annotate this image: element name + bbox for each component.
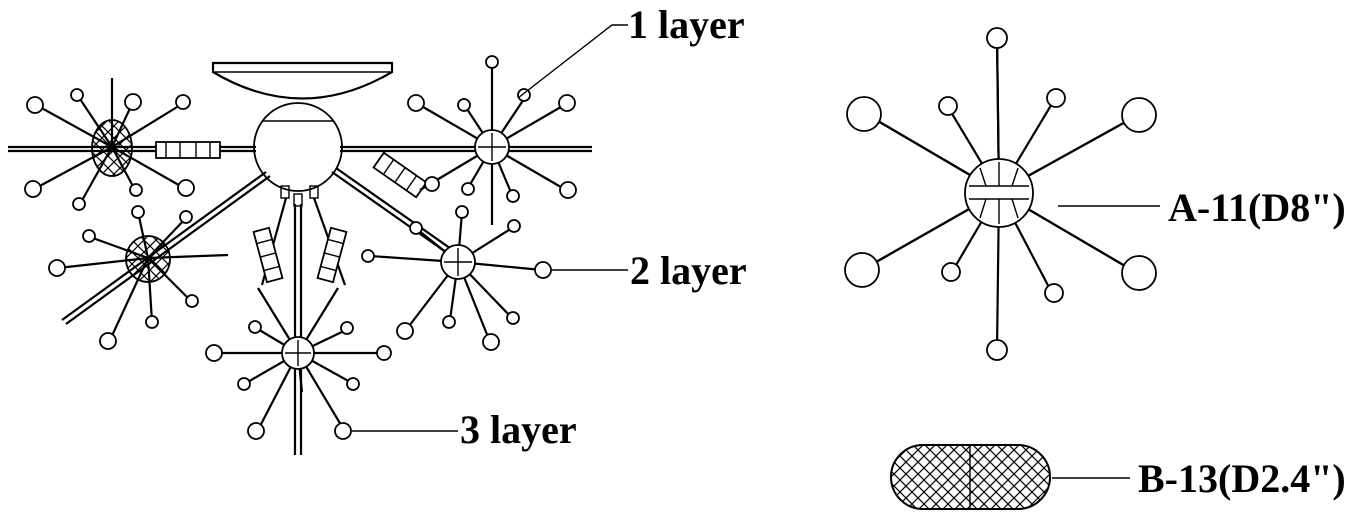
chandelier-assembly bbox=[8, 55, 592, 455]
layer-1-callout: 1 layer bbox=[517, 2, 745, 99]
part-a-callout: A-11(D8") bbox=[1058, 185, 1346, 230]
connector-sockets bbox=[155, 141, 428, 284]
part-b-13-detail bbox=[890, 444, 1051, 510]
layer-2-callout: 2 layer bbox=[552, 248, 747, 293]
part-a-label: A-11(D8") bbox=[1168, 185, 1346, 230]
ceiling-canopy bbox=[211, 61, 394, 100]
sputnik-cluster-top-right bbox=[407, 55, 577, 225]
layer-3-callout: 3 layer bbox=[352, 407, 577, 452]
layer-2-label: 2 layer bbox=[630, 248, 747, 293]
layer-3-label: 3 layer bbox=[460, 407, 577, 452]
sputnik-cluster-middle-right bbox=[361, 205, 552, 351]
layer-1-label: 1 layer bbox=[628, 2, 745, 47]
part-a-11-detail bbox=[844, 27, 1157, 361]
sputnik-cluster-middle-left bbox=[48, 205, 229, 350]
sputnik-cluster-top-left bbox=[24, 78, 195, 211]
part-b-callout: B-13(D2.4") bbox=[1052, 456, 1346, 501]
sputnik-cluster-bottom bbox=[205, 287, 392, 440]
part-b-label: B-13(D2.4") bbox=[1138, 456, 1346, 501]
central-body-sphere bbox=[253, 102, 343, 207]
